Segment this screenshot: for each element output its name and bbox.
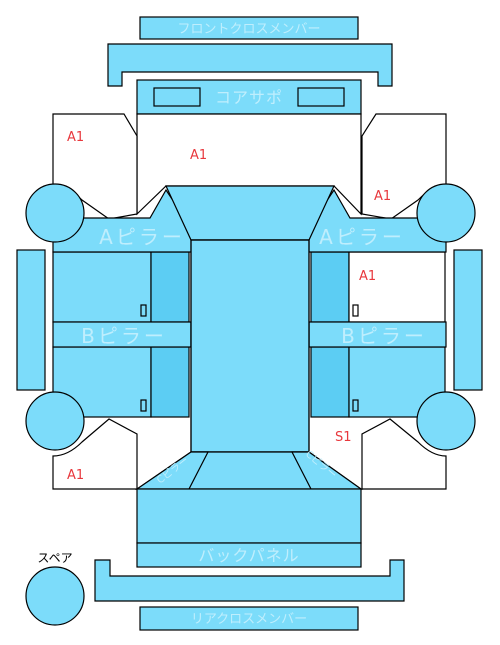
rear-left-tire[interactable] [25, 391, 85, 451]
mark-rear-left-fender: A1 [67, 468, 84, 483]
a-pillar-right-label: Aピラー [319, 225, 405, 249]
core-support-label: コアサポ [215, 88, 283, 107]
front-left-tire[interactable] [25, 183, 85, 243]
front-cross-member[interactable] [139, 16, 359, 40]
mark-front-right-fender: A1 [374, 189, 391, 204]
front-left-door[interactable] [52, 251, 152, 323]
rear-right-tire[interactable] [416, 391, 476, 451]
spare-label: スペア [37, 551, 72, 565]
front-right-door[interactable] [348, 251, 446, 323]
mark-front-left-fender: A1 [67, 130, 84, 145]
mark-rear-right-door: S1 [335, 430, 352, 445]
rear-right-door-inner [310, 346, 350, 418]
b-pillar-left[interactable] [52, 321, 192, 348]
right-side-sill[interactable] [453, 249, 483, 391]
rear-cross-member-label: リアクロスメンバー [191, 612, 307, 627]
rear-left-door-handle [140, 399, 147, 412]
b-pillar-left-label: Bピラー [81, 324, 167, 348]
rear-right-door-handle [352, 399, 359, 412]
trunk[interactable] [136, 488, 362, 544]
back-panel-label: バックパネル [198, 546, 299, 565]
front-left-door-inner [150, 251, 190, 323]
b-pillar-right-label: Bピラー [341, 324, 427, 348]
windshield[interactable] [165, 185, 335, 241]
left-side-sill[interactable] [16, 249, 46, 391]
a-pillar-left-label: Aピラー [99, 225, 185, 249]
front-right-door-handle [352, 304, 359, 317]
back-panel[interactable] [136, 542, 362, 568]
spare-tire[interactable] [25, 566, 85, 626]
rear-left-door[interactable] [52, 346, 152, 418]
front-right-door-inner [310, 251, 350, 323]
front-right-tire[interactable] [416, 183, 476, 243]
mark-hood: A1 [190, 148, 207, 163]
rear-left-door-inner [150, 346, 190, 418]
rear-cross-member[interactable] [139, 606, 359, 631]
front-cross-member-label: フロントクロスメンバー [177, 22, 320, 37]
rear-left-fender[interactable] [52, 418, 138, 490]
mark-front-right-door: A1 [359, 269, 376, 284]
roof-shade [190, 239, 310, 453]
core-support-left-slot [153, 87, 201, 107]
core-support-right-slot [297, 87, 345, 107]
rear-right-fender[interactable] [361, 418, 447, 490]
front-bumper[interactable] [107, 43, 393, 87]
front-left-door-handle [140, 304, 147, 317]
rear-bumper[interactable] [94, 559, 405, 602]
